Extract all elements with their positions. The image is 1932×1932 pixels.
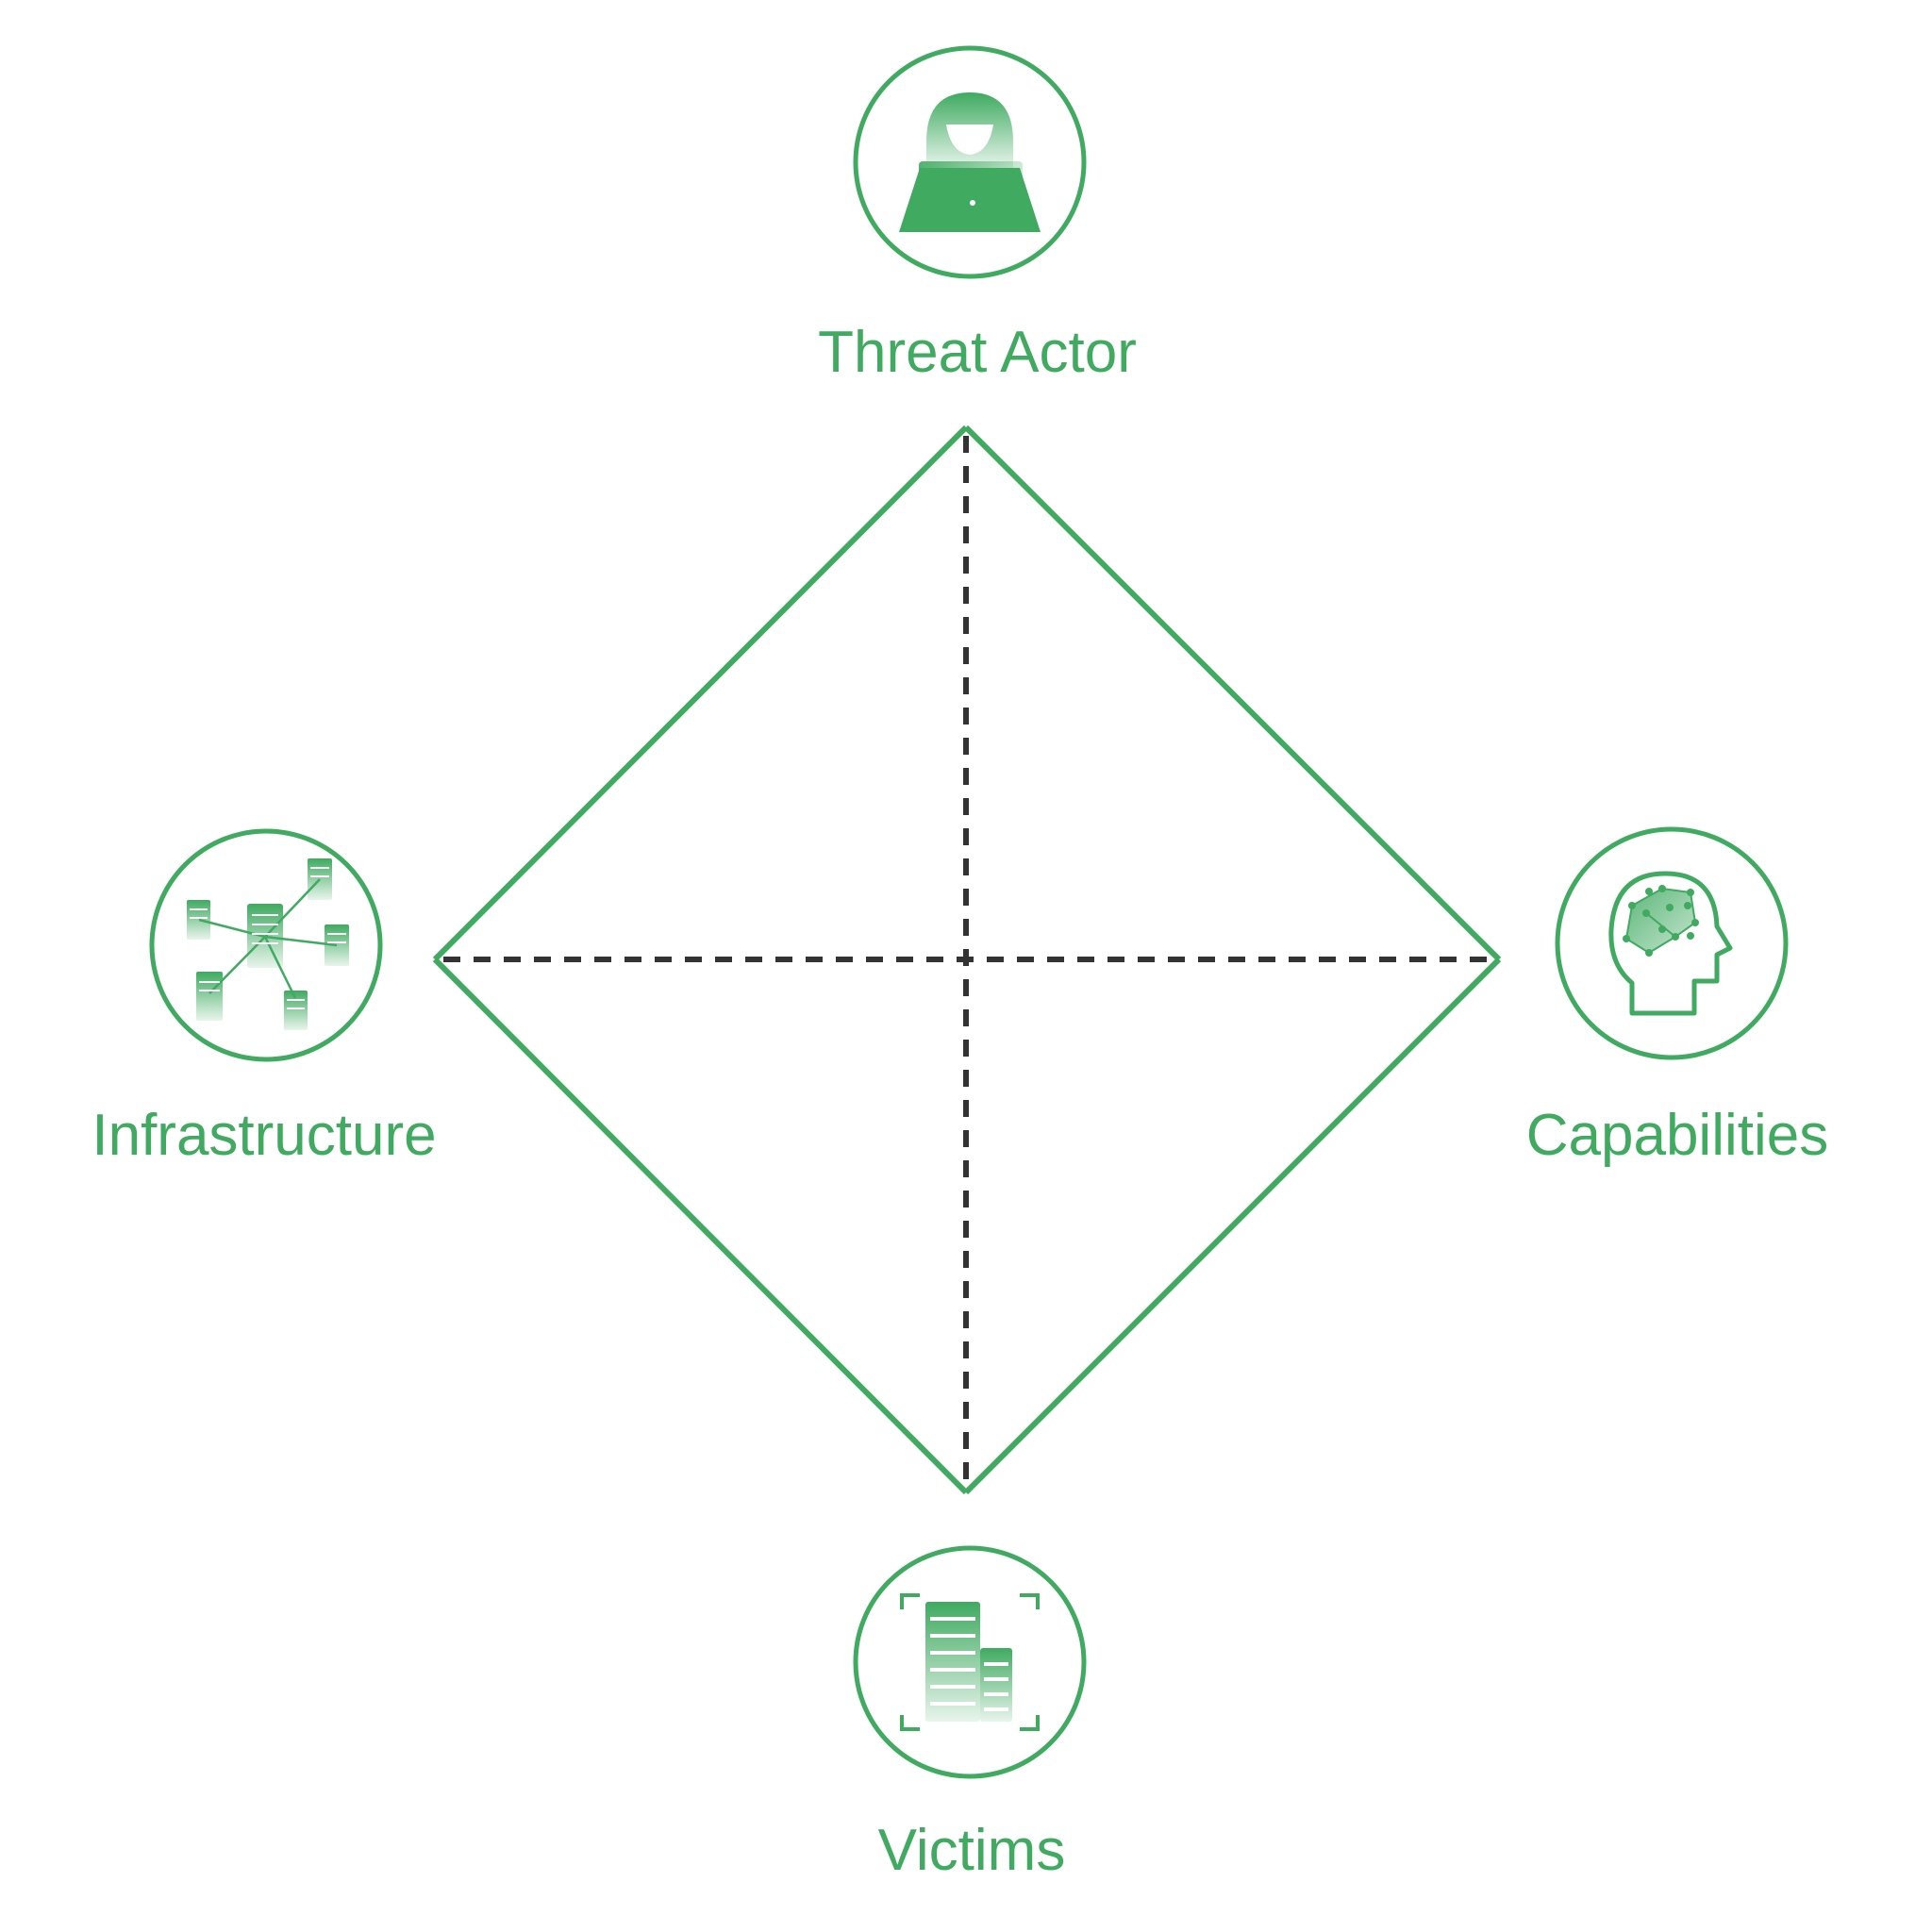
diamond-axes [443,436,1492,1485]
edge-capabilities-victims [963,957,1502,1495]
office-building-icon [900,1593,1040,1731]
node-infrastructure: Infrastructure [92,828,437,1168]
diamond-edges [432,425,1502,1495]
infrastructure-label: Infrastructure [92,1103,436,1168]
node-victims: Victims [853,1545,1087,1883]
hooded-hacker-laptop-icon [899,92,1041,232]
edge-victims-infrastructure [432,957,969,1495]
node-capabilities: Capabilities [1526,826,1829,1168]
node-threat-actor: Threat Actor [818,45,1137,385]
threat-actor-label: Threat Actor [818,320,1137,385]
edge-infrastructure-threat-actor [432,425,969,962]
edge-threat-actor-capabilities [963,425,1502,962]
capabilities-label: Capabilities [1526,1103,1829,1168]
victims-label: Victims [878,1818,1066,1883]
head-brain-network-icon [1608,871,1733,1016]
server-network-icon [187,858,349,1030]
